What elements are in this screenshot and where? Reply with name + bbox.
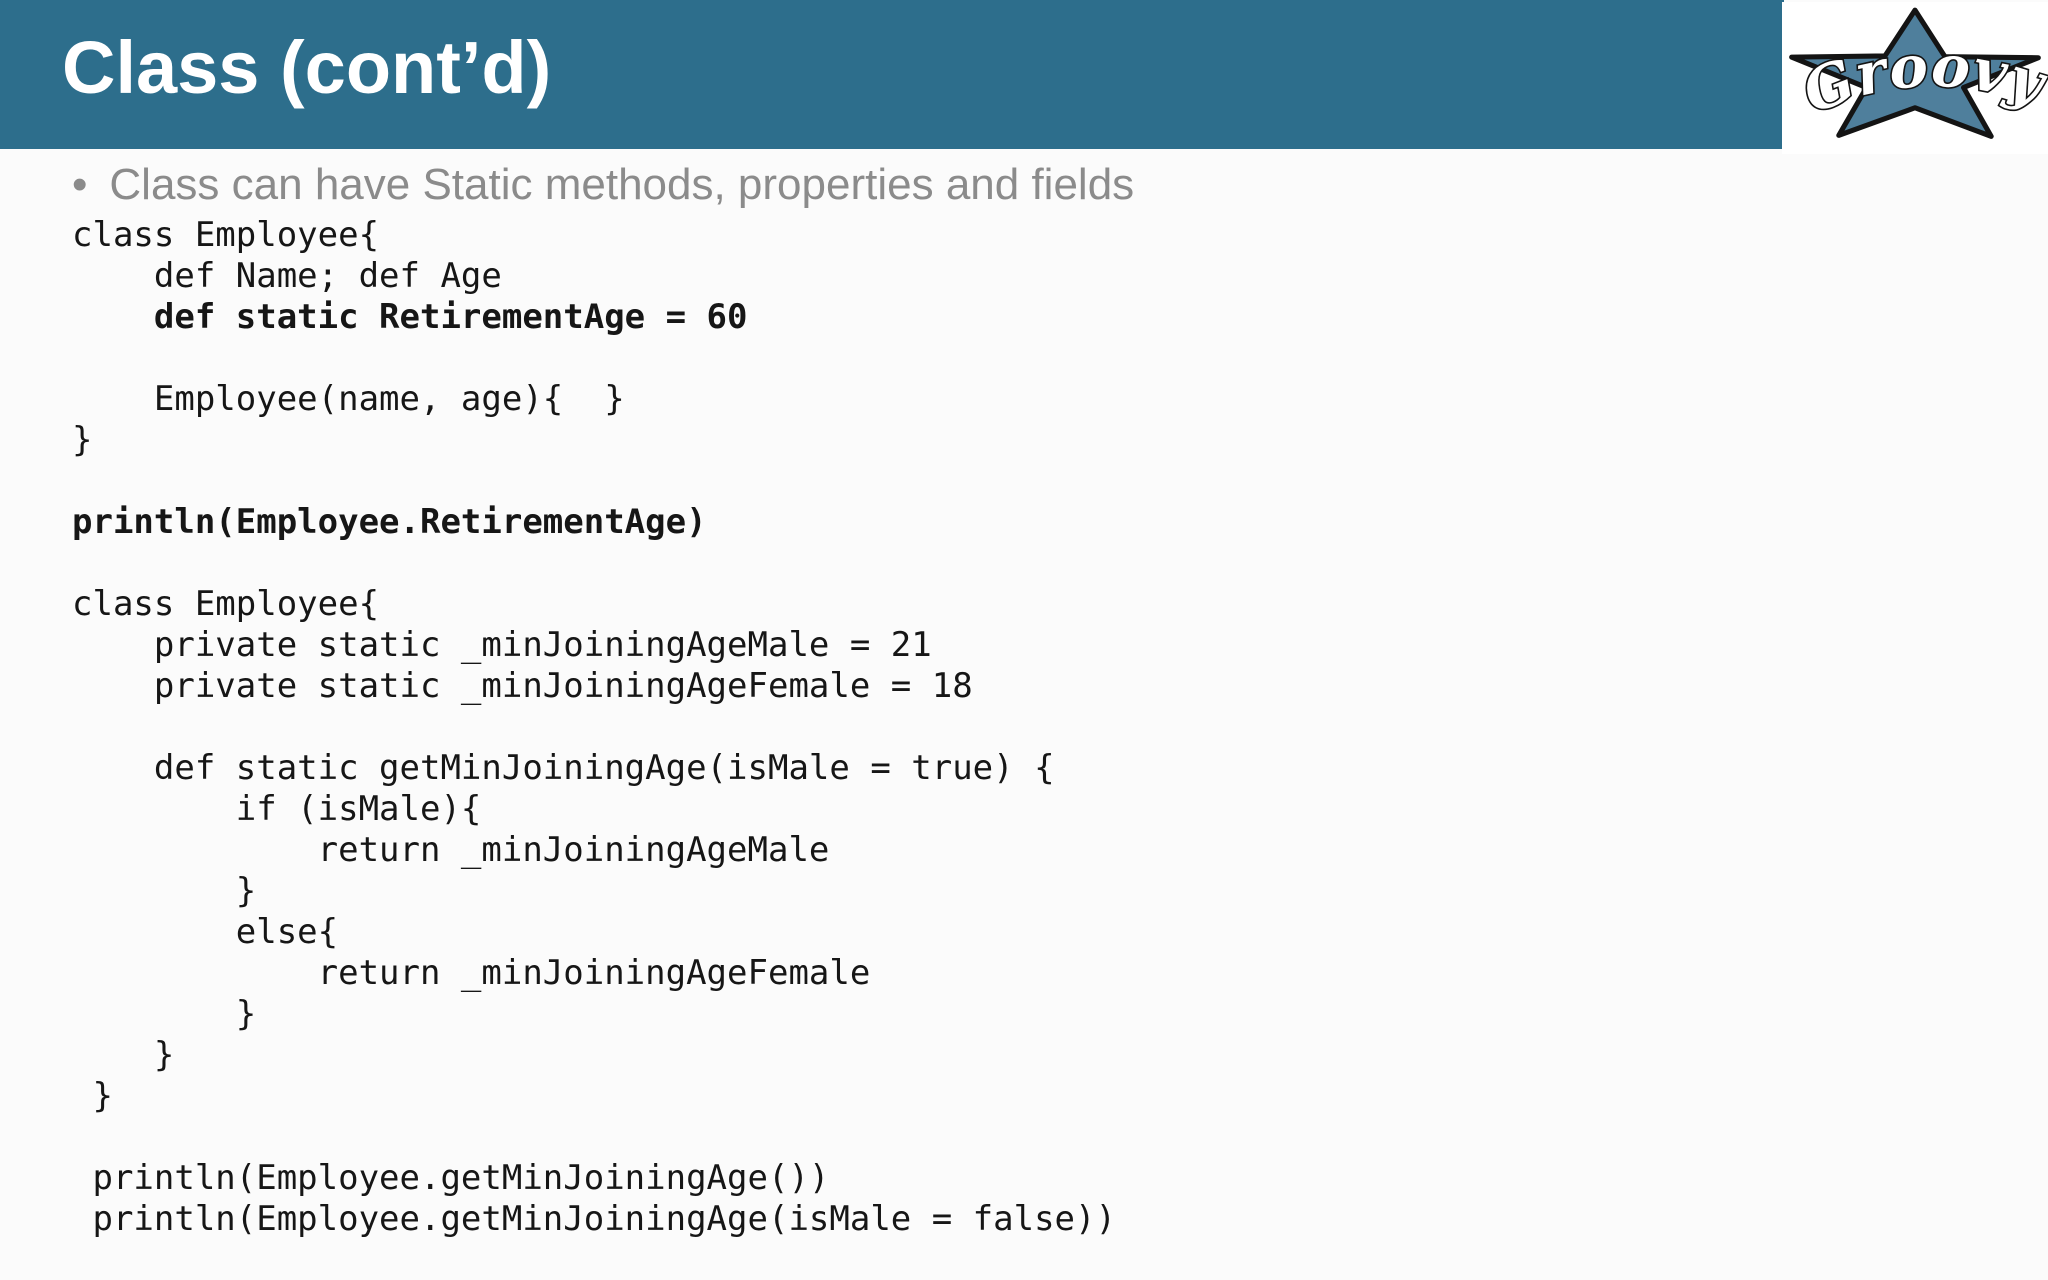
code-block: class Employee{ def Name; def Age def st… <box>72 215 1116 1240</box>
code-line: } <box>72 1035 175 1075</box>
code-line: } <box>72 871 257 911</box>
code-line: def static getMinJoiningAge(isMale = tru… <box>72 748 1055 788</box>
code-line: else{ <box>72 912 339 952</box>
code-line: def Name; def Age <box>72 256 502 296</box>
code-line: println(Employee.getMinJoiningAge(isMale… <box>72 1199 1116 1239</box>
code-line: } <box>72 994 257 1034</box>
code-line <box>72 543 1116 584</box>
code-line: } <box>72 420 93 460</box>
code-line: private static _minJoiningAgeFemale = 18 <box>72 666 973 706</box>
code-line <box>72 707 1116 748</box>
slide-header-bar: Class (cont’d) <box>0 0 1784 149</box>
code-line <box>72 338 1116 379</box>
code-line: if (isMale){ <box>72 789 482 829</box>
code-line: def static RetirementAge = 60 <box>72 297 748 337</box>
code-line: Employee(name, age){ } <box>72 379 625 419</box>
code-line <box>72 461 1116 502</box>
code-line: class Employee{ <box>72 215 380 255</box>
code-line: private static _minJoiningAgeMale = 21 <box>72 625 932 665</box>
code-line: return _minJoiningAgeMale <box>72 830 830 870</box>
bullet-line: • Class can have Static methods, properti… <box>72 160 1134 211</box>
code-line: class Employee{ <box>72 584 380 624</box>
code-line: println(Employee.getMinJoiningAge()) <box>72 1158 830 1198</box>
code-line <box>72 1117 1116 1158</box>
groovy-star-icon: Groovy <box>1789 7 2048 139</box>
bullet-text: Class can have Static methods, propertie… <box>109 160 1135 209</box>
bullet-marker: • <box>72 160 88 209</box>
code-line: return _minJoiningAgeFemale <box>72 953 871 993</box>
code-line: println(Employee.RetirementAge) <box>72 502 707 542</box>
slide-title: Class (cont’d) <box>62 26 552 109</box>
code-line: } <box>72 1076 113 1116</box>
groovy-logo: Groovy <box>1782 2 2048 154</box>
